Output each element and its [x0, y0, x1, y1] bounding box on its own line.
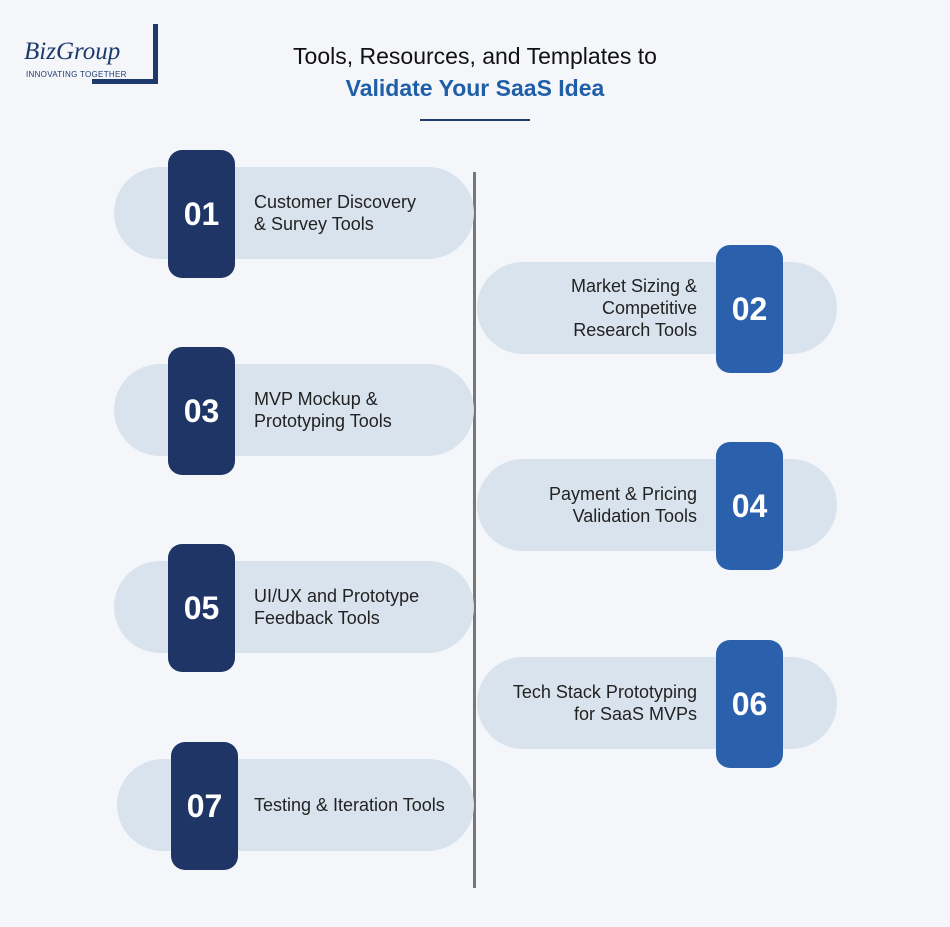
logo-frame	[92, 24, 158, 84]
step-05-label: UI/UX and Prototype Feedback Tools	[254, 586, 420, 628]
step-06-label: Tech Stack Prototyping for SaaS MVPs	[512, 682, 697, 724]
step-03-label: MVP Mockup & Prototyping Tools	[254, 389, 392, 431]
step-06-number: 06	[716, 640, 783, 768]
step-07-label: Testing & Iteration Tools	[254, 795, 445, 815]
step-01-number: 01	[168, 150, 235, 278]
title-line-2: Validate Your SaaS Idea	[345, 75, 605, 101]
step-04-label: Payment & Pricing Validation Tools	[548, 484, 697, 526]
title-line-1: Tools, Resources, and Templates to	[293, 43, 657, 69]
step-05-number: 05	[168, 544, 235, 672]
step-01-label: Customer Discovery & Survey Tools	[254, 192, 417, 234]
step-04-number: 04	[716, 442, 783, 570]
title-underline	[420, 119, 530, 121]
timeline-center-line	[473, 172, 476, 888]
step-03-number: 03	[168, 347, 235, 475]
step-07-number: 07	[171, 742, 238, 870]
step-02-number: 02	[716, 245, 783, 373]
step-02-label: Market Sizing & Competitive Research Too…	[570, 276, 697, 340]
bizgroup-logo: BizGroup INNOVATING TOGETHER	[22, 24, 162, 86]
page-title: Tools, Resources, and Templates to Valid…	[0, 40, 950, 104]
logo-wordmark: BizGroup	[24, 38, 123, 66]
logo-tagline: INNOVATING TOGETHER	[26, 70, 127, 79]
